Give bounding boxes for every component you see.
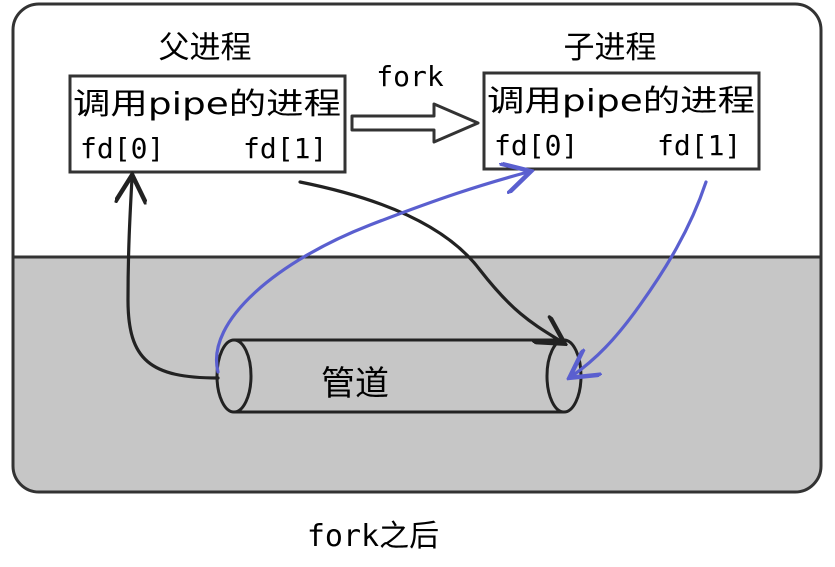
parent-fd0: fd[0]	[80, 132, 164, 165]
child-fd0: fd[0]	[494, 129, 578, 162]
child-read-arrow	[214, 172, 528, 374]
pipe-cylinder: 管道	[215, 338, 583, 414]
figure-caption: fork之后	[307, 519, 439, 554]
parent-fd1: fd[1]	[243, 132, 327, 165]
parent-read-arrow	[128, 178, 220, 380]
child-write-arrow	[572, 180, 708, 376]
parent-write-arrow	[298, 180, 562, 342]
parent-process-label: 调用pipe的进程	[73, 87, 341, 122]
child-fd1: fd[1]	[657, 129, 741, 162]
parent-process-title: 父进程	[159, 30, 252, 66]
child-process-box: 调用pipe的进程 fd[0] fd[1]	[482, 71, 761, 171]
child-process-label: 调用pipe的进程	[487, 84, 755, 119]
parent-process-box: 调用pipe的进程 fd[0] fd[1]	[68, 74, 347, 174]
fork-label: fork	[376, 60, 444, 93]
child-process-title: 子进程	[564, 30, 657, 66]
fork-arrow	[350, 102, 480, 144]
pipe-label: 管道	[321, 364, 389, 404]
